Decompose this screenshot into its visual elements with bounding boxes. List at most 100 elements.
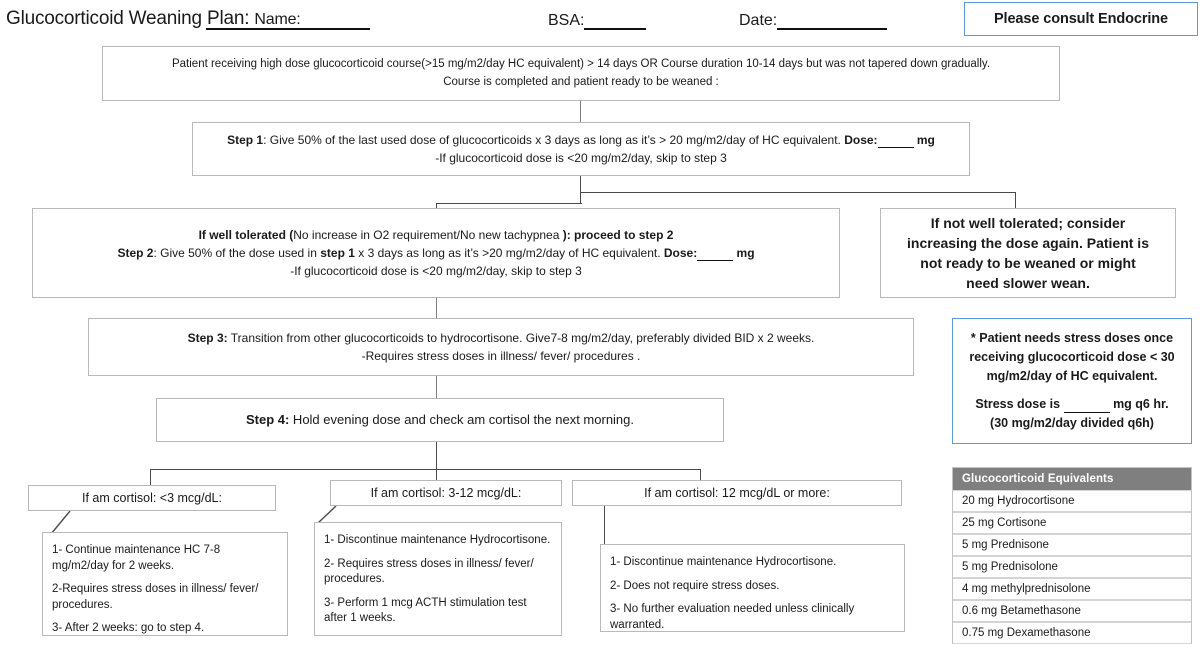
step2-skip-note: -If glucocorticoid dose is <20 mg/m2/day… bbox=[290, 264, 582, 279]
stress-dose-line-1: * Patient needs stress doses once bbox=[970, 331, 1174, 346]
connector-tolerated-to-step3 bbox=[436, 298, 438, 318]
tolerated-heading-b: No increase in O2 requirement/No new tac… bbox=[293, 227, 563, 242]
date-field-label: Date: bbox=[739, 12, 778, 29]
step2-dose-label: Dose: bbox=[663, 245, 698, 260]
table-row: 5 mg Prednisolone bbox=[953, 556, 1191, 578]
step1-label: Step 1 bbox=[227, 132, 264, 147]
step1-box: Step 1: Give 50% of the last used dose o… bbox=[192, 122, 970, 176]
stress-dose-blank[interactable] bbox=[1063, 400, 1110, 413]
branch-condition-2-text: If am cortisol: 3-12 mcg/dL: bbox=[370, 485, 522, 500]
connector-to-not-tolerated bbox=[1015, 192, 1017, 209]
equivalents-table-header: Glucocorticoid Equivalents bbox=[953, 468, 1191, 490]
table-row: 4 mg methylprednisolone bbox=[953, 578, 1191, 600]
step1-dose-blank[interactable] bbox=[877, 135, 914, 148]
branch-detail-3-item-1: 1- Discontinue maintenance Hydrocortison… bbox=[610, 556, 837, 568]
page-title: Glucocorticoid Weaning Plan: Name: bbox=[6, 8, 301, 30]
stress-dose-spacer bbox=[961, 386, 1183, 395]
branch-condition-3: If am cortisol: 12 mcg/dL or more: bbox=[572, 480, 902, 506]
step1-dose-label: Dose: bbox=[844, 132, 878, 147]
step4-label: Step 4: bbox=[245, 412, 290, 428]
stress-dose-line-4-a: Stress dose is bbox=[975, 396, 1064, 411]
intro-line-1: Patient receiving high dose glucocortico… bbox=[171, 57, 991, 70]
branch-detail-1-item-2: 2-Requires stress doses in illness/ feve… bbox=[52, 583, 259, 611]
connector-branch3-drop bbox=[700, 469, 702, 480]
stress-dose-note: * Patient needs stress doses once receiv… bbox=[952, 318, 1192, 444]
table-row: 25 mg Cortisone bbox=[953, 512, 1191, 534]
page-title-text: Glucocorticoid Weaning Plan: bbox=[6, 8, 250, 29]
tolerated-heading-c: ): proceed to step 2 bbox=[562, 227, 674, 242]
step2-line: Step 2: Give 50% of the dose used in ste… bbox=[43, 244, 829, 262]
name-field-label: Name: bbox=[254, 11, 301, 28]
step3-text: Transition from other glucocorticoids to… bbox=[227, 330, 815, 345]
not-tolerated-line-3: not ready to be weaned or might bbox=[920, 255, 1136, 271]
step4-box: Step 4: Hold evening dose and check am c… bbox=[156, 398, 724, 442]
connector-three-way-bar bbox=[150, 469, 700, 471]
step3-line-1: Step 3: Transition from other glucocorti… bbox=[99, 329, 903, 347]
page-header: Glucocorticoid Weaning Plan: Name: BSA: … bbox=[6, 6, 1196, 40]
connector-split-joint bbox=[580, 192, 582, 204]
step3-line-2: -Requires stress doses in illness/ fever… bbox=[361, 349, 641, 363]
branch-condition-1: If am cortisol: <3 mcg/dL: bbox=[28, 485, 276, 511]
step1-dose-unit: mg bbox=[913, 132, 935, 147]
tolerated-heading-a: If well tolerated ( bbox=[198, 227, 294, 242]
connector-split-left bbox=[436, 203, 582, 205]
intro-line-2: Course is completed and patient ready to… bbox=[443, 75, 719, 88]
table-row: 0.75 mg Dexamethasone bbox=[953, 622, 1191, 644]
not-tolerated-line-1: If not well tolerated; consider bbox=[930, 214, 1126, 231]
branch-detail-1-item-1: 1- Continue maintenance HC 7-8 mg/m2/day… bbox=[52, 544, 221, 572]
connector-branch3-to-detail bbox=[604, 506, 606, 546]
step3-label: Step 3: bbox=[187, 330, 228, 345]
table-row: 20 mg Hydrocortisone bbox=[953, 490, 1191, 512]
not-tolerated-line-4: need slower wean. bbox=[966, 275, 1090, 292]
step2-text-a: : Give 50% of the dose used in bbox=[153, 245, 321, 260]
table-row: 0.6 mg Betamethasone bbox=[953, 600, 1191, 622]
branch-detail-3-item-3: 3- No further evaluation needed unless c… bbox=[610, 603, 855, 631]
connector-branch2-drop bbox=[436, 469, 438, 480]
step2-ref-step1: step 1 bbox=[320, 245, 355, 260]
date-blank[interactable] bbox=[777, 15, 888, 30]
step2-dose-blank[interactable] bbox=[697, 248, 734, 262]
name-field[interactable] bbox=[206, 12, 370, 30]
branch-detail-3: 1- Discontinue maintenance Hydrocortison… bbox=[600, 544, 905, 632]
stress-dose-line-2: receiving glucocorticoid dose < 30 bbox=[969, 350, 1175, 365]
connector-step3-to-step4 bbox=[436, 376, 438, 398]
name-blank[interactable] bbox=[206, 15, 370, 30]
stress-dose-line-4-b: mg q6 hr. bbox=[1109, 396, 1169, 411]
bsa-field[interactable]: BSA: bbox=[548, 12, 647, 30]
consult-endocrine-text: Please consult Endocrine bbox=[993, 11, 1169, 27]
connector-step1-down bbox=[580, 176, 582, 193]
step1-line-2: -If glucocorticoid dose is <20 mg/m2/day… bbox=[435, 151, 727, 165]
intro-criteria-box: Patient receiving high dose glucocortico… bbox=[102, 46, 1060, 101]
branch-detail-1: 1- Continue maintenance HC 7-8 mg/m2/day… bbox=[42, 532, 288, 636]
step3-box: Step 3: Transition from other glucocorti… bbox=[88, 318, 914, 376]
step1-line-1: Step 1: Give 50% of the last used dose o… bbox=[203, 131, 959, 149]
branch-detail-3-item-2: 2- Does not require stress doses. bbox=[610, 579, 780, 592]
connector-branch1-drop bbox=[150, 469, 152, 485]
branch-detail-2-item-3: 3- Perform 1 mcg ACTH stimulation test a… bbox=[324, 596, 527, 625]
connector-branch1-to-detail bbox=[48, 511, 76, 535]
not-well-tolerated-box: If not well tolerated; consider increasi… bbox=[880, 208, 1176, 298]
glucocorticoid-equivalents-table: Glucocorticoid Equivalents 20 mg Hydroco… bbox=[952, 467, 1192, 644]
step2-text-b: x 3 days as long as it’s >20 mg/m2/day o… bbox=[354, 245, 664, 260]
branch-condition-3-text: If am cortisol: 12 mcg/dL or more: bbox=[644, 485, 830, 500]
stress-dose-line-5: (30 mg/m2/day divided q6h) bbox=[990, 415, 1154, 430]
consult-endocrine-note: Please consult Endocrine bbox=[964, 2, 1198, 36]
stress-dose-line-3: mg/m2/day of HC equivalent. bbox=[986, 369, 1158, 384]
connector-branch2-to-detail bbox=[316, 506, 342, 524]
date-field[interactable]: Date: bbox=[739, 12, 888, 30]
step2-dose-unit: mg bbox=[733, 245, 755, 260]
stress-dose-line-4: Stress dose is mg q6 hr. bbox=[961, 395, 1183, 414]
branch-condition-1-text: If am cortisol: <3 mcg/dL: bbox=[82, 490, 222, 505]
branch-detail-2: 1- Discontinue maintenance Hydrocortison… bbox=[314, 522, 562, 636]
well-tolerated-box: If well tolerated (No increase in O2 req… bbox=[32, 208, 840, 298]
connector-to-tolerated bbox=[436, 203, 438, 209]
bsa-field-label: BSA: bbox=[548, 12, 585, 29]
bsa-blank[interactable] bbox=[584, 15, 647, 30]
table-row: 5 mg Prednisone bbox=[953, 534, 1191, 556]
branch-detail-1-item-3: 3- After 2 weeks: go to step 4. bbox=[52, 622, 205, 635]
not-tolerated-line-2: increasing the dose again. Patient is bbox=[907, 234, 1149, 251]
step4-line-1: Step 4: Hold evening dose and check am c… bbox=[167, 410, 713, 430]
connector-step4-down bbox=[436, 442, 438, 470]
tolerated-heading: If well tolerated (No increase in O2 req… bbox=[43, 226, 829, 244]
